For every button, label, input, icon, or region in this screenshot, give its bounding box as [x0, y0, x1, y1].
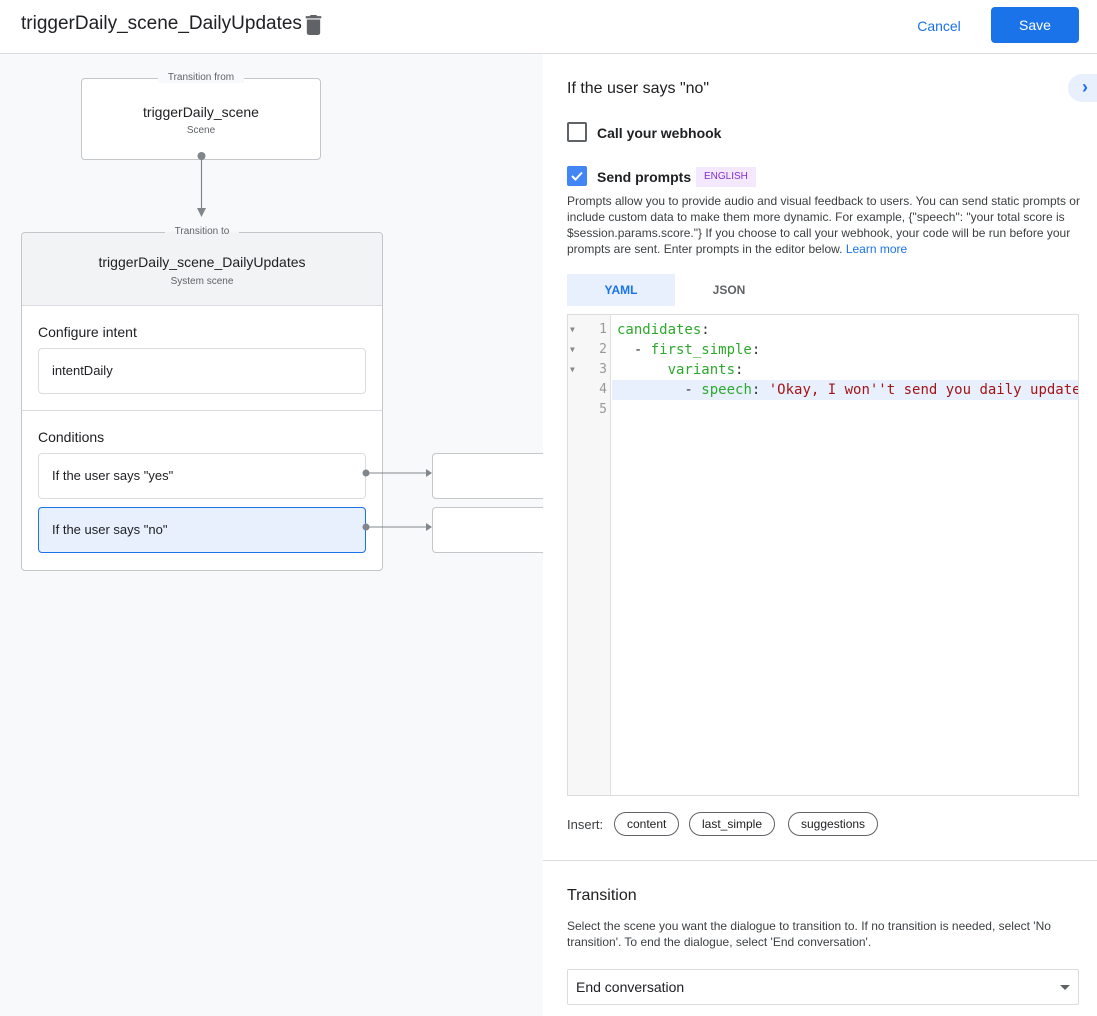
transition-from-node[interactable]: Transition from triggerDaily_scene Scene — [81, 72, 321, 160]
collapse-panel-button[interactable]: › — [1068, 74, 1097, 102]
code-line: candidates: — [617, 322, 710, 338]
from-scene-type: Scene — [186, 125, 216, 136]
line-number: 3 — [599, 362, 607, 377]
line-number: 1 — [599, 322, 607, 337]
insert-content-chip[interactable]: content — [614, 812, 680, 836]
transition-to-legend: Transition to — [164, 226, 240, 237]
webhook-label: Call your webhook — [597, 125, 722, 141]
description-text: Prompts allow you to provide audio and v… — [567, 194, 1080, 256]
page-title: triggerDaily_scene_DailyUpdates — [21, 13, 302, 34]
fold-arrow-icon[interactable]: ▼ — [570, 365, 575, 374]
top-bar: triggerDaily_scene_DailyUpdates Cancel S… — [0, 0, 1097, 54]
editor-gutter: ▼ 1 ▼ 2 ▼ 3 4 5 — [568, 315, 611, 795]
transition-connector — [197, 152, 206, 217]
condition-connectors — [362, 469, 432, 531]
line-number: 5 — [599, 402, 607, 417]
transition-description: Select the scene you want the dialogue t… — [567, 919, 1051, 949]
transition-from-legend: Transition from — [157, 72, 245, 83]
webhook-checkbox[interactable] — [567, 122, 587, 142]
line-number: 4 — [599, 382, 607, 397]
insert-last-simple-chip[interactable]: last_simple — [689, 812, 776, 836]
checkmark-icon — [571, 171, 583, 181]
save-button[interactable]: Save — [991, 7, 1079, 43]
transition-heading: Transition — [567, 887, 637, 904]
chevron-right-icon: › — [1082, 77, 1088, 97]
fold-arrow-icon[interactable]: ▼ — [570, 325, 575, 334]
condition-yes[interactable]: If the user says "yes" — [38, 453, 366, 499]
divider — [22, 410, 382, 411]
yes-target-node[interactable] — [432, 453, 543, 499]
line-number: 2 — [599, 342, 607, 357]
transition-select-value: End conversation — [576, 979, 685, 995]
code-line: variants: — [667, 362, 744, 378]
cancel-button[interactable]: Cancel — [917, 18, 961, 34]
condition-panel: If the user says "no" › Call your webhoo… — [543, 54, 1097, 1016]
prompts-description: Prompts allow you to provide audio and v… — [567, 193, 1082, 257]
divider — [543, 860, 1097, 861]
configure-intent-label: Configure intent — [38, 324, 137, 340]
no-target-node[interactable] — [432, 507, 543, 553]
learn-more-link[interactable]: Learn more — [845, 242, 908, 256]
trash-icon[interactable] — [305, 15, 322, 35]
code-line: - first_simple: — [617, 342, 761, 358]
condition-no[interactable]: If the user says "no" — [38, 507, 366, 553]
fold-arrow-icon[interactable]: ▼ — [570, 345, 575, 354]
scene-canvas: Transition from triggerDaily_scene Scene… — [0, 54, 543, 1016]
send-prompts-checkbox[interactable] — [567, 166, 587, 186]
panel-heading: If the user says "no" — [567, 80, 710, 97]
transition-select[interactable]: End conversation — [567, 969, 1079, 1005]
tab-yaml[interactable]: YAML — [567, 274, 675, 306]
from-scene-name: triggerDaily_scene — [143, 104, 259, 120]
code-editor[interactable]: ▼ 1 ▼ 2 ▼ 3 4 5 candidates: - first_simple:… — [567, 314, 1079, 796]
dropdown-arrow-icon — [1060, 985, 1070, 990]
insert-suggestions-chip[interactable]: suggestions — [788, 812, 879, 836]
intent-item[interactable]: intentDaily — [38, 348, 366, 394]
transition-to-node: Transition to triggerDaily_scene_DailyUp… — [21, 226, 383, 571]
to-scene-name: triggerDaily_scene_DailyUpdates — [98, 254, 306, 270]
code-line-active: - speech: 'Okay, I won''t send you daily… — [612, 380, 1078, 400]
conditions-label: Conditions — [38, 429, 105, 445]
tab-json[interactable]: JSON — [712, 283, 746, 297]
send-prompts-label: Send prompts — [597, 169, 692, 185]
language-badge: ENGLISH — [696, 167, 756, 187]
insert-label: Insert: — [567, 817, 604, 832]
to-scene-type: System scene — [170, 276, 234, 287]
